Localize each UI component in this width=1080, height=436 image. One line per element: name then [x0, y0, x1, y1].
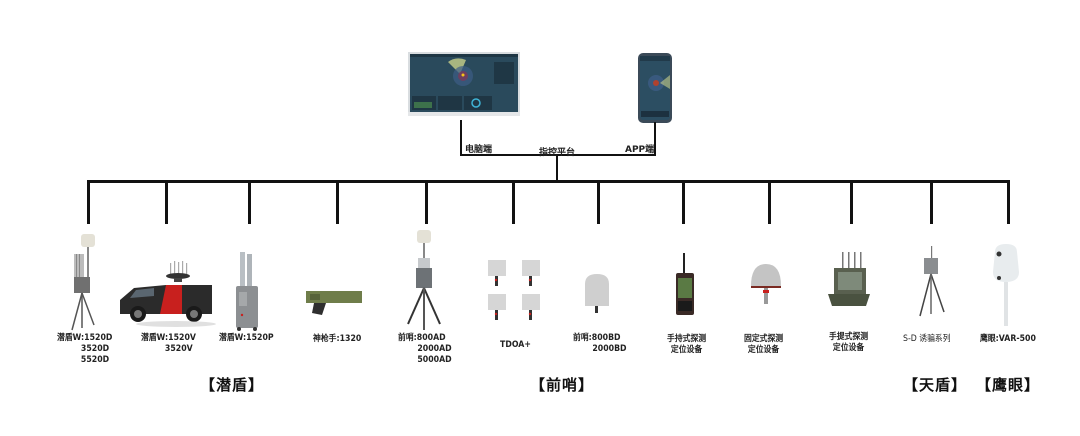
bus-drop-4 [336, 180, 339, 224]
device-label-line: 3520V [164, 344, 193, 354]
device-label-2: 潜盾W:1520V 3520V [141, 333, 196, 355]
device-label-line: 定位设备 [670, 345, 703, 355]
platform-title: 指控平台 [539, 148, 576, 158]
device-label-line: 3520D [80, 344, 110, 354]
device-label-line: 2000AD [417, 344, 452, 354]
bus-drop-3 [248, 180, 251, 224]
platform-hbar [460, 154, 656, 156]
bus-drop-12 [1007, 180, 1010, 224]
pc-label: 电脑端 [465, 145, 493, 155]
device-label-line: 5000AD [417, 355, 452, 365]
tdoa-antennas-icon [488, 260, 540, 320]
device-label-line: 前哨:800BD [573, 333, 621, 343]
bus-drop-5 [425, 180, 428, 224]
device-label-line: 潜盾W:1520P [219, 333, 274, 343]
ptz-camera-icon [993, 244, 1019, 326]
device-label-3: 潜盾W:1520P [219, 333, 274, 344]
bus-drop-1 [87, 180, 90, 224]
device-label-5: 前哨:800AD 2000AD 5000AD [398, 333, 452, 366]
bus-drop-11 [930, 180, 933, 224]
device-label-line: 手提式探测 [829, 332, 869, 342]
handheld-detector-icon [676, 253, 694, 315]
vehicle-jammer-icon [120, 261, 216, 327]
device-label-line: 神枪手:1320 [313, 334, 362, 344]
bus-drop-2 [165, 180, 168, 224]
main-bus-line [87, 180, 1010, 183]
spoofer-tripod-icon [919, 246, 945, 317]
device-label-line: 潜盾W:1520V [141, 333, 196, 343]
smartphone-icon [638, 53, 672, 123]
device-label-1: 潜盾W:1520D 3520D 5520D [57, 333, 112, 366]
group-label-tiandun: 【天盾】 [903, 376, 968, 394]
platform-trunk-line [556, 154, 558, 181]
device-label-8: 手持式探测 定位设备 [667, 334, 706, 356]
tripod-jammer-icon [71, 234, 95, 331]
device-label-10: 手提式探测 定位设备 [829, 332, 868, 354]
group-label-qianshao: 【前哨】 [530, 376, 595, 394]
bus-drop-6 [512, 180, 515, 224]
device-label-line: S-D 诱骗系列 [903, 334, 951, 344]
portable-case-jammer-icon [236, 252, 258, 331]
briefcase-detector-icon [828, 252, 870, 306]
pc-connector-line [460, 120, 462, 155]
device-label-line: 前哨:800AD [398, 333, 446, 343]
device-label-12: 鹰眼:VAR-500 [980, 334, 1036, 345]
device-label-4: 神枪手:1320 [313, 334, 361, 345]
app-connector-line [654, 122, 656, 155]
group-label-qiandun: 【潜盾】 [200, 376, 265, 394]
device-label-line: 潜盾W:1520D [57, 333, 113, 343]
device-label-line: 手持式探测 [667, 334, 707, 344]
device-label-9: 固定式探测 定位设备 [744, 334, 783, 356]
device-label-7: 前哨:800BD 2000BD [573, 333, 627, 355]
device-label-6: TDOA+ [500, 340, 531, 351]
device-label-line: 5520D [80, 355, 110, 365]
group-label-yingyan: 【鹰眼】 [976, 376, 1041, 394]
tripod-detector-icon [407, 230, 441, 330]
jammer-gun-icon [306, 291, 362, 315]
device-label-line: TDOA+ [500, 340, 531, 350]
device-label-line: 固定式探测 [744, 334, 784, 344]
device-label-line: 2000BD [592, 344, 627, 354]
app-label: APP端 [625, 145, 655, 155]
device-label-11: S-D 诱骗系列 [903, 334, 951, 345]
device-label-line: 鹰眼:VAR-500 [980, 334, 1036, 344]
device-label-line: 定位设备 [832, 343, 865, 353]
bus-drop-10 [850, 180, 853, 224]
fixed-dome-detector-icon [751, 264, 781, 304]
bus-drop-8 [682, 180, 685, 224]
monitor-icon [408, 52, 520, 116]
bus-drop-9 [768, 180, 771, 224]
bus-drop-7 [597, 180, 600, 224]
app-terminal-image [638, 53, 672, 123]
device-label-line: 定位设备 [747, 345, 780, 355]
dome-antenna-icon [585, 274, 609, 313]
pc-terminal-image [408, 52, 520, 120]
